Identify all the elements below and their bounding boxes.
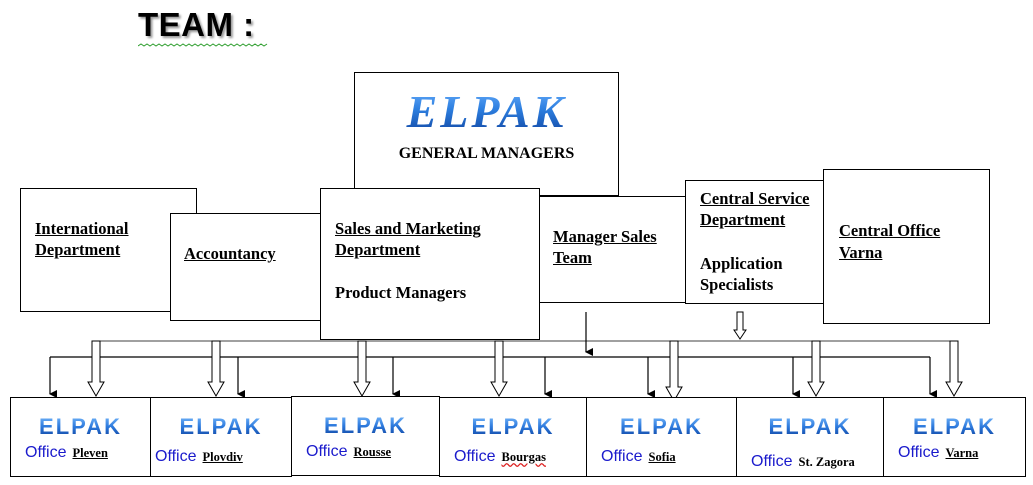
elpak-logo: ELPAK [737, 414, 883, 440]
general-managers-box: ELPAK GENERAL MANAGERS [354, 72, 619, 196]
sales-line2: Department [335, 240, 421, 259]
central-office-line2: Varna [839, 243, 883, 262]
office-city-pleven: Pleven [72, 446, 108, 460]
elpak-logo: ELPAK [884, 414, 1025, 440]
manager-sales-line1: Manager Sales [553, 227, 657, 246]
office-city-sofia: Sofia [648, 450, 676, 464]
spellcheck-underline [138, 43, 268, 47]
office-label: Office [155, 448, 197, 465]
office-rousse-box: ELPAK Office Rousse [291, 396, 440, 476]
product-managers-label: Product Managers [335, 283, 467, 302]
office-label: Office [898, 444, 940, 461]
general-managers-label: GENERAL MANAGERS [398, 145, 575, 162]
office-plovdiv-box: ELPAK Office Plovdiv [150, 397, 292, 477]
elpak-logo: ELPAK [587, 414, 736, 440]
specialists-label: Specialists [700, 275, 774, 294]
office-city-varna: Varna [945, 446, 979, 460]
sales-line1: Sales and Marketing [335, 219, 481, 238]
office-bourgas-box: ELPAK Office Bourgas [439, 397, 587, 477]
international-line1: International [35, 219, 129, 238]
application-label: Application [700, 254, 783, 273]
elpak-logo: ELPAK [355, 85, 618, 138]
office-label: Office [454, 448, 496, 465]
office-label: Office [306, 443, 348, 460]
central-service-line2: Department [700, 210, 786, 229]
central-service-line1: Central Service [700, 189, 810, 208]
office-label: Office [751, 453, 793, 470]
central-office-line1: Central Office [839, 221, 941, 240]
office-city-plovdiv: Plovdiv [202, 450, 243, 464]
office-city-bourgas: Bourgas [501, 450, 546, 464]
office-city-st-zagora: St. Zagora [798, 455, 855, 469]
office-sofia-box: ELPAK Office Sofia [586, 397, 737, 477]
page-title: TEAM : [138, 6, 255, 43]
accountancy-box: Accountancy [170, 213, 330, 321]
manager-sales-line2: Team [553, 248, 592, 267]
central-service-department-box: Central Service Department Application S… [685, 180, 827, 304]
international-line2: Department [35, 240, 121, 259]
office-city-rousse: Rousse [353, 445, 392, 459]
accountancy-label: Accountancy [184, 244, 276, 263]
office-varna-box: ELPAK Office Varna [883, 397, 1026, 477]
elpak-logo: ELPAK [292, 413, 439, 439]
office-st-zagora-box: ELPAK Office St. Zagora [736, 397, 884, 477]
manager-sales-team-box: Manager Sales Team [538, 196, 690, 303]
elpak-logo: ELPAK [151, 414, 291, 440]
elpak-logo: ELPAK [11, 414, 150, 440]
office-label: Office [25, 444, 67, 461]
elpak-logo: ELPAK [440, 414, 586, 440]
office-pleven-box: ELPAK Office Pleven [10, 397, 151, 477]
office-label: Office [601, 448, 643, 465]
sales-marketing-department-box: Sales and Marketing Department Product M… [320, 188, 540, 340]
central-office-varna-box: Central Office Varna [823, 169, 990, 324]
